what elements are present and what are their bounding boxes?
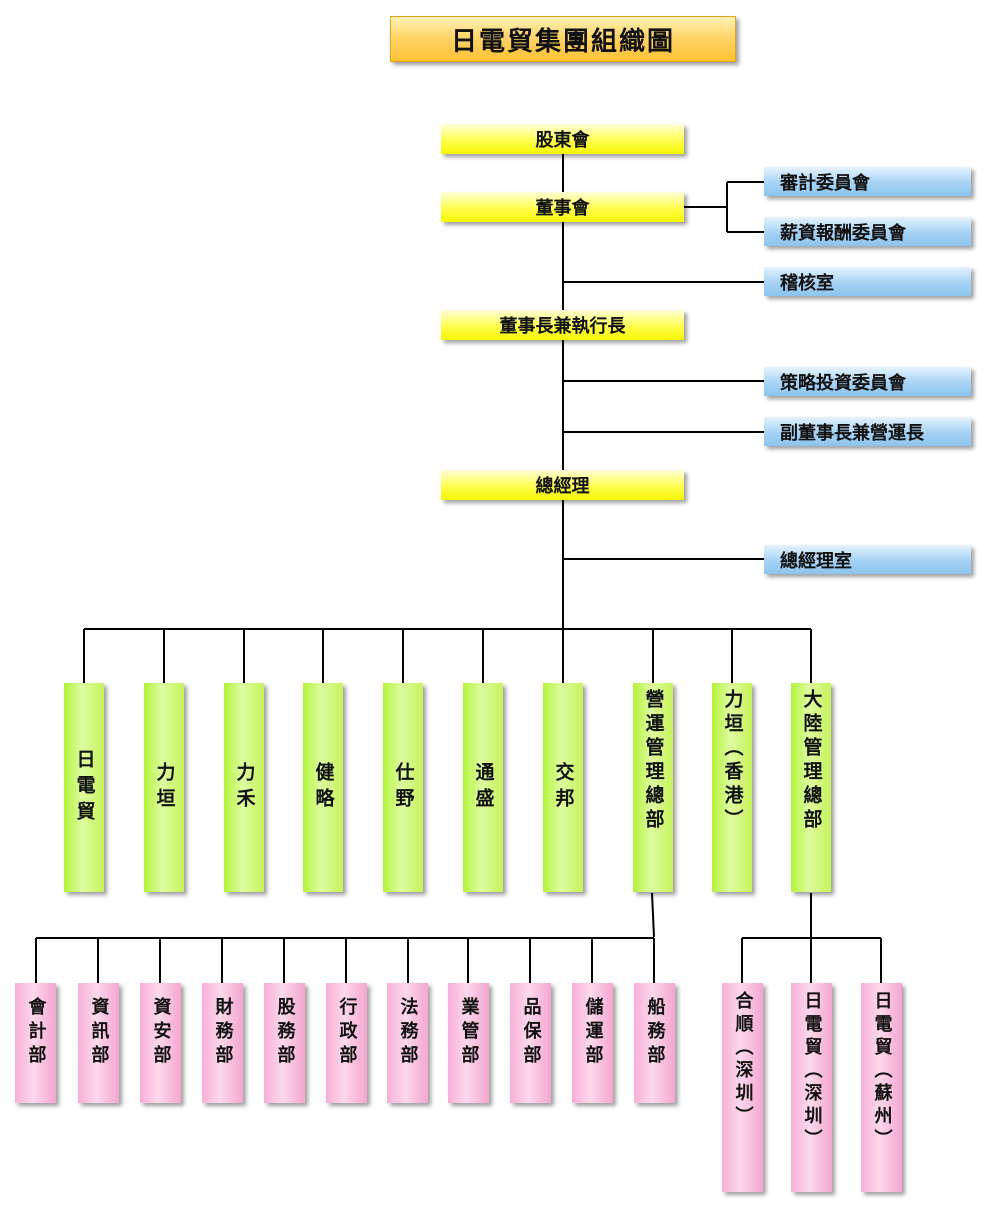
department-box: 船務部 xyxy=(634,983,675,1103)
subsidiary-box: 健略 xyxy=(303,683,343,892)
chairman-ceo-box: 董事長兼執行長 xyxy=(441,310,684,340)
general-manager-box: 總經理 xyxy=(441,470,684,500)
page-title: 日電貿集團組織圖 xyxy=(390,16,736,62)
department-box: 業管部 xyxy=(448,983,489,1103)
subsidiary-box: 交邦 xyxy=(543,683,583,892)
department-box: 股務部 xyxy=(264,983,305,1103)
vice-chairman-coo-box: 副董事長兼營運長 xyxy=(764,417,971,446)
china-unit-box: 日電貿（深圳） xyxy=(791,983,832,1192)
shareholders-meeting-box: 股東會 xyxy=(441,124,684,154)
subsidiary-box: 力垣（香港） xyxy=(712,683,752,892)
gm-office-box: 總經理室 xyxy=(764,545,971,574)
department-box: 儲運部 xyxy=(572,983,613,1103)
operations-hq-box: 營運管理總部 xyxy=(633,683,673,892)
compensation-committee-box: 薪資報酬委員會 xyxy=(764,217,971,246)
china-hq-box: 大陸管理總部 xyxy=(791,683,831,892)
department-box: 行政部 xyxy=(326,983,367,1103)
subsidiary-box: 力垣 xyxy=(144,683,184,892)
china-unit-box: 日電貿（蘇州） xyxy=(861,983,902,1192)
department-box: 資訊部 xyxy=(78,983,119,1103)
subsidiary-box: 通盛 xyxy=(463,683,503,892)
department-box: 品保部 xyxy=(510,983,551,1103)
internal-audit-office-box: 稽核室 xyxy=(764,267,971,296)
department-box: 財務部 xyxy=(202,983,243,1103)
subsidiary-box: 仕野 xyxy=(383,683,423,892)
china-unit-box: 合順（深圳） xyxy=(722,983,763,1192)
department-box: 會計部 xyxy=(15,983,56,1103)
subsidiary-box: 力禾 xyxy=(224,683,264,892)
audit-committee-box: 審計委員會 xyxy=(764,167,971,196)
department-box: 資安部 xyxy=(140,983,181,1103)
board-of-directors-box: 董事會 xyxy=(441,192,684,222)
strategy-investment-committee-box: 策略投資委員會 xyxy=(764,367,971,396)
department-box: 法務部 xyxy=(387,983,428,1103)
subsidiary-box: 日電貿 xyxy=(64,683,104,892)
